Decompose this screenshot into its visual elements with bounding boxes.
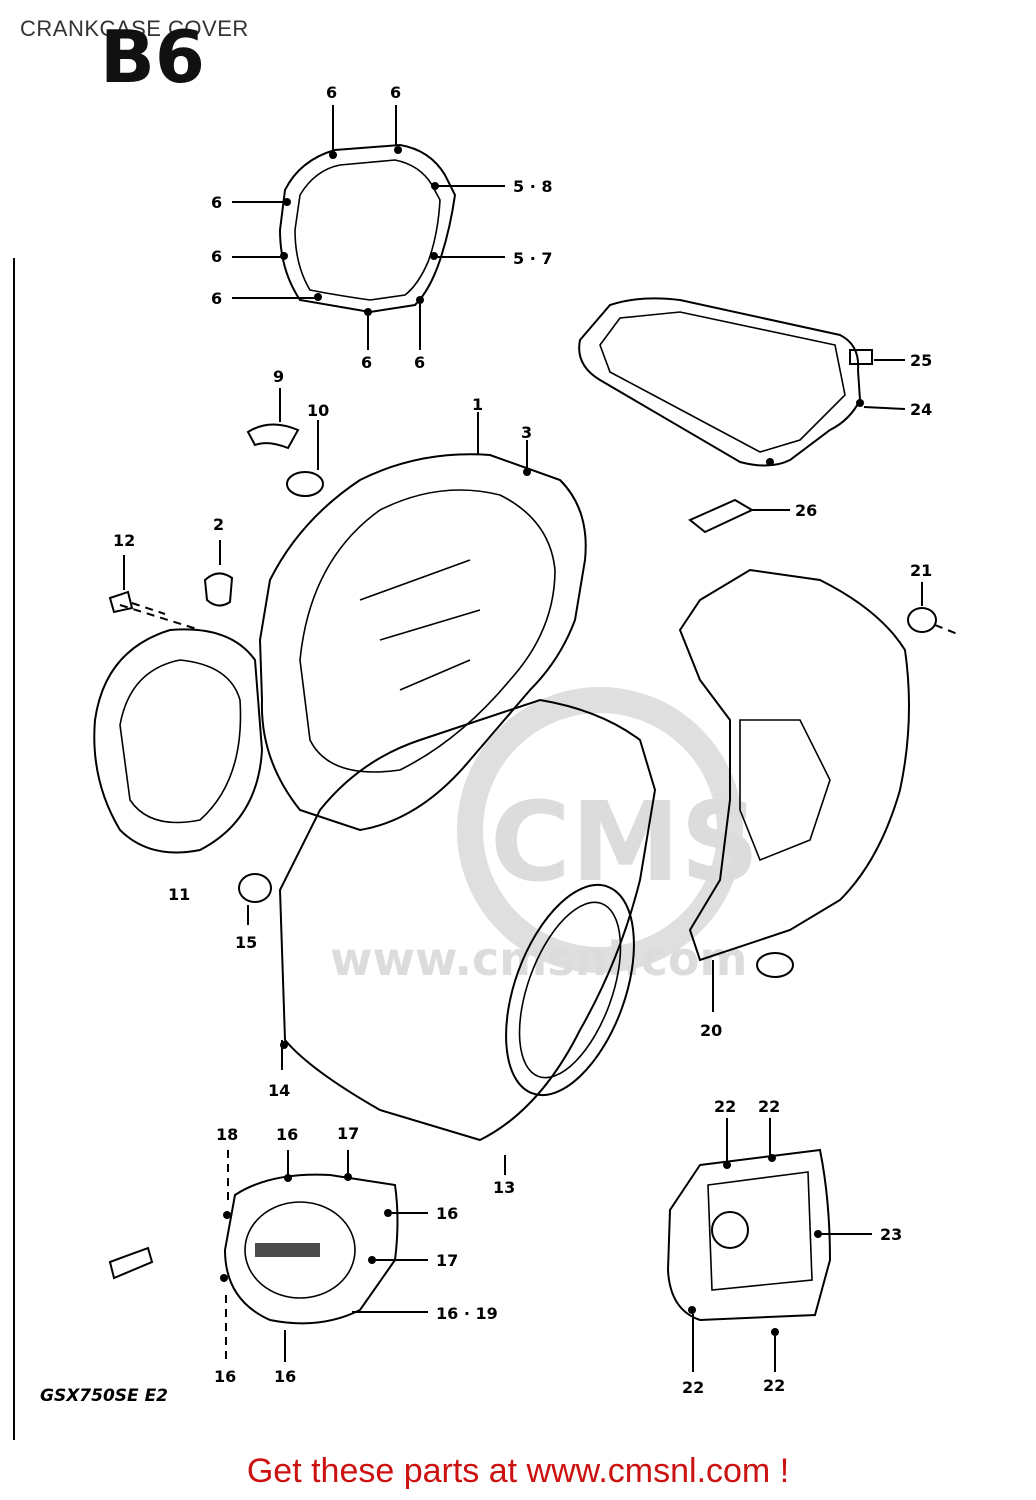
callout-5-7: 5 · 7: [513, 249, 552, 268]
small-part-left: [108, 1246, 154, 1280]
figure-code-text: B6: [100, 15, 205, 99]
clutch-cover-gasket: [232, 105, 505, 350]
callout-13: 13: [493, 1178, 515, 1197]
callout-5-8: 5 · 8: [513, 177, 552, 196]
callout-11: 11: [168, 885, 190, 904]
small-parts-top-left: [108, 388, 324, 615]
callout-21: 21: [910, 561, 932, 580]
crankcase-cover-main: [258, 412, 587, 832]
callout-22: 22: [763, 1376, 785, 1395]
callout-25: 25: [910, 351, 932, 370]
small-cover-bottom-left: [108, 1150, 428, 1362]
callout-6: 6: [326, 83, 337, 102]
callout-16: 16: [276, 1125, 298, 1144]
callout-16: 16: [274, 1367, 296, 1386]
callout-labels: 6 6 6 6 6 6 6 5 · 8 5 · 7 9 10 1 3 2 12 …: [113, 83, 932, 1397]
callout-22: 22: [682, 1378, 704, 1397]
callout-16: 16: [214, 1367, 236, 1386]
watermark-url: www.cmsnl.com: [330, 932, 747, 986]
callout-2: 2: [213, 515, 224, 534]
dowel-pin-21: [907, 582, 961, 636]
inner-cover-bottom-right: [666, 1118, 872, 1372]
filler-cap-9: [246, 423, 300, 450]
dowel-pin-15: [238, 873, 272, 925]
callout-9: 9: [273, 367, 284, 386]
model-code: GSX750SE E2: [40, 1386, 169, 1406]
footer-link[interactable]: Get these parts at www.cmsnl.com !: [246, 1452, 790, 1490]
o-ring-10: [286, 471, 324, 497]
callout-20: 20: [700, 1021, 722, 1040]
callout-16: 16: [436, 1204, 458, 1223]
callout-10: 10: [307, 401, 329, 420]
callout-18: 18: [216, 1125, 238, 1144]
plate-26: [688, 498, 790, 534]
bolt-12: [108, 590, 134, 614]
clutch-cover: [278, 698, 657, 1175]
callout-16-19: 16 · 19: [436, 1304, 498, 1323]
watermark-ring: [457, 687, 743, 973]
callout-22: 22: [758, 1097, 780, 1116]
watermark-logo: CMS: [490, 778, 759, 906]
callout-6: 6: [390, 83, 401, 102]
callout-6: 6: [211, 289, 222, 308]
callout-12: 12: [113, 531, 135, 550]
plug-2: [203, 572, 234, 607]
callout-22: 22: [714, 1097, 736, 1116]
generator-cover: [93, 604, 264, 854]
page-title: CRANKCASE COVER: [20, 16, 249, 41]
starter-clutch-cover: [678, 568, 910, 1012]
callout-6: 6: [414, 353, 425, 372]
figure-code: B6: [100, 15, 205, 99]
callout-17: 17: [436, 1251, 458, 1270]
callout-1: 1: [472, 395, 483, 414]
callout-14: 14: [268, 1081, 290, 1100]
callout-17: 17: [337, 1124, 359, 1143]
callout-6: 6: [361, 353, 372, 372]
bolt-25: [849, 349, 905, 365]
callout-26: 26: [795, 501, 817, 520]
callout-6: 6: [211, 247, 222, 266]
callout-15: 15: [235, 933, 257, 952]
watermark: CMS www.cmsnl.com: [330, 687, 759, 986]
oil-pan-cover: [578, 297, 906, 467]
callout-3: 3: [521, 423, 532, 442]
callout-24: 24: [910, 400, 932, 419]
callout-23: 23: [880, 1225, 902, 1244]
callout-6: 6: [211, 193, 222, 212]
